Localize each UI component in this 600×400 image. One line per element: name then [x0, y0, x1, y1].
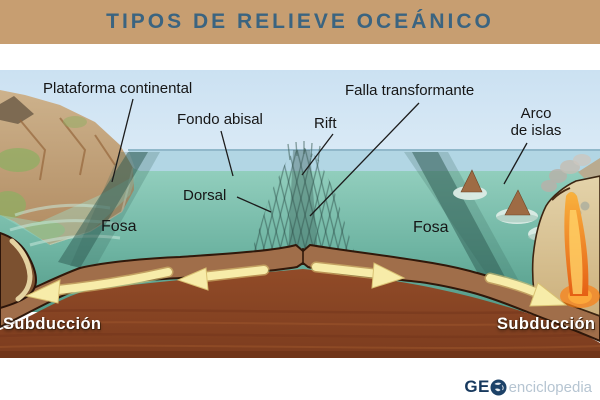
- page-title: TIPOS DE RELIEVE OCEÁNICO: [106, 10, 494, 33]
- label-subduccion-left: Subducción: [3, 315, 102, 333]
- sea-surface: [128, 149, 600, 173]
- label-fosa-right: Fosa: [413, 219, 449, 236]
- trench-left: [58, 152, 160, 268]
- logo-text-ge: GE: [464, 377, 490, 396]
- label-fondo-abisal: Fondo abisal: [177, 111, 263, 128]
- trench-right: [404, 152, 525, 294]
- label-falla-transformante: Falla transformante: [345, 82, 475, 99]
- globe-icon: [490, 379, 507, 395]
- plate-motion-arrows: [24, 261, 568, 307]
- label-arco-de-islas: Arco de islas: [510, 105, 562, 139]
- volcano: [531, 154, 600, 317]
- smoke-plume: [541, 154, 591, 192]
- magma-conduit: [560, 192, 600, 308]
- label-dorsal: Dorsal: [183, 187, 227, 204]
- label-subduccion-right: Subducción: [497, 315, 596, 333]
- label-fosa-left: Fosa: [101, 218, 137, 235]
- label-rift: Rift: [314, 115, 337, 132]
- logo-text-enciclopedia: enciclopedia: [508, 378, 592, 396]
- label-plataforma-continental: Plataforma continental: [43, 80, 193, 97]
- geoenciclopedia-logo[interactable]: GE enciclopedia: [464, 377, 592, 397]
- mid-ocean-ridge: [250, 141, 356, 256]
- title-bar: TIPOS DE RELIEVE OCEÁNICO: [0, 0, 600, 44]
- leader-lines: [111, 98, 528, 217]
- continental-plate-edge: [0, 231, 38, 310]
